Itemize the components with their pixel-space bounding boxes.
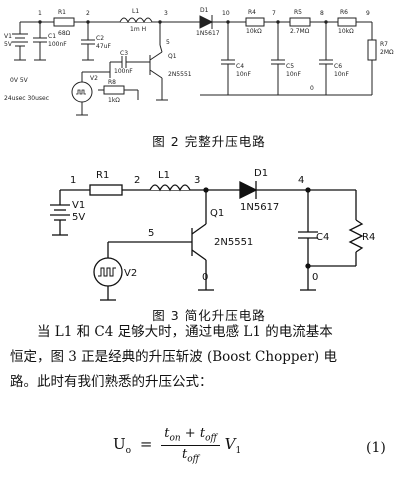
- boost-equation: Uo = ton + toff toff V1: [113, 426, 241, 464]
- fig2-d1-name: D1: [200, 7, 209, 14]
- fig3-node-3: 3: [194, 175, 200, 186]
- paragraph-line-2: 恒定，图 3 正是经典的升压斩波 (Boost Chopper) 电: [10, 349, 337, 365]
- fig2-r1-value: 68Ω: [58, 30, 71, 37]
- fig2-c4-value: 10nF: [236, 71, 251, 78]
- fig3-r4-label: R4: [362, 232, 375, 243]
- fig2-node-10: 10: [222, 10, 230, 17]
- fig2-c2-value: 47uF: [96, 43, 111, 50]
- fig3-l1-label: L1: [158, 170, 170, 181]
- fig2-v2-timing: 24usec 30usec: [4, 95, 49, 102]
- fig2-d1-value: 1N5617: [196, 30, 220, 37]
- fig2-v1-name: V1: [4, 33, 12, 40]
- fig2-node-2: 2: [86, 10, 90, 17]
- fig2-r6-value: 10kΩ: [338, 28, 354, 35]
- fig2-r6-name: R6: [340, 9, 348, 16]
- fig2-c4-name: C4: [236, 63, 244, 70]
- fig3-c4-label: C4: [316, 232, 329, 243]
- fig2-v2-value: 0V 5V: [10, 77, 29, 84]
- fig2-q1-value: 2N5551: [168, 71, 192, 78]
- fig3-v2-label: V2: [124, 268, 137, 279]
- fig2-c3-value: 100nF: [114, 68, 133, 75]
- fig2-r8-name: R8: [108, 79, 116, 86]
- fig3-node-4: 4: [298, 175, 304, 186]
- fig2-v2-name: V2: [90, 75, 98, 82]
- fig2-l1-name: L1: [132, 8, 139, 15]
- eq-rhs: V1: [224, 435, 242, 457]
- figure-2-caption: 图 2 完整升压电路: [152, 134, 266, 149]
- fig3-node-2: 2: [134, 175, 140, 186]
- fig2-c3-name: C3: [120, 50, 128, 57]
- eq-numerator: ton + toff: [161, 426, 220, 446]
- paragraph-line-1: 当 L1 和 C4 足够大时，通过电感 L1 的电流基本: [37, 324, 333, 340]
- fig3-node-0b: 0: [312, 272, 318, 283]
- fig2-c5-value: 10nF: [286, 71, 301, 78]
- body-paragraph: 当 L1 和 C4 足够大时，通过电感 L1 的电流基本 恒定，图 3 正是经典…: [10, 320, 410, 395]
- fig3-node-0a: 0: [202, 272, 208, 283]
- fig2-r8-value: 1kΩ: [108, 97, 120, 104]
- fig2-node-0: 0: [310, 85, 314, 92]
- fig3-v1-value: 5V: [72, 212, 85, 223]
- fig2-r4-name: R4: [248, 9, 256, 16]
- fig3-node-1: 1: [70, 175, 76, 186]
- fig2-node-5: 5: [166, 39, 170, 46]
- fig2-r7-value: 2MΩ: [380, 49, 394, 56]
- fig3-r1-label: R1: [96, 170, 109, 181]
- eq-equals: =: [139, 435, 153, 454]
- fig2-c2-name: C2: [96, 35, 104, 42]
- eq-lhs: Uo: [113, 435, 132, 457]
- fig2-c5-name: C5: [286, 63, 294, 70]
- fig2-r5-name: R5: [294, 9, 302, 16]
- figure-3-caption: 图 3 简化升压电路: [152, 308, 266, 323]
- fig2-r1-name: R1: [58, 9, 66, 16]
- fig2-node-8: 8: [320, 10, 324, 17]
- fig3-node-5: 5: [148, 228, 154, 239]
- fig2-node-7: 7: [272, 10, 276, 17]
- eq-fraction: ton + toff toff: [161, 426, 220, 464]
- paragraph-line-3: 路。此时有我们熟悉的升压公式：: [10, 374, 213, 390]
- fig3-d1-value: 1N5617: [240, 202, 279, 213]
- fig2-c1-value: 100nF: [48, 41, 67, 48]
- fig2-l1-value: 1m H: [130, 26, 146, 33]
- fig2-r7-name: R7: [380, 41, 388, 48]
- fig3-v1-label: V1: [72, 200, 85, 211]
- fig2-c6-name: C6: [334, 63, 342, 70]
- fig3-q1-value: 2N5551: [214, 237, 253, 248]
- fig2-v1-value: 5V: [4, 41, 13, 48]
- fig3-q1-label: Q1: [210, 208, 224, 219]
- fig3-d1-label: D1: [254, 168, 268, 179]
- fig2-q1-name: Q1: [168, 53, 177, 60]
- fig2-node-3: 3: [164, 10, 168, 17]
- fig2-c6-value: 10nF: [334, 71, 349, 78]
- fig2-node-1: 1: [38, 10, 42, 17]
- fig2-r4-value: 10kΩ: [246, 28, 262, 35]
- fig2-node-9: 9: [366, 10, 370, 17]
- equation-number: (1): [366, 440, 386, 456]
- eq-denominator: toff: [182, 446, 200, 465]
- fig2-c1-name: C1: [48, 33, 56, 40]
- fig2-r5-value: 2.7MΩ: [290, 28, 310, 35]
